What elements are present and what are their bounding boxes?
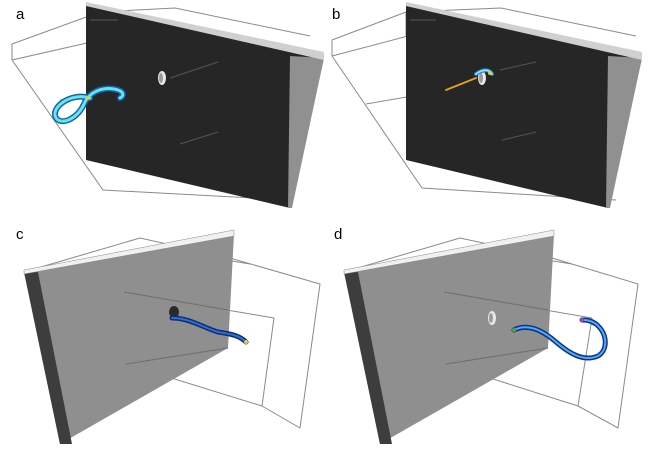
panel-c: c bbox=[0, 226, 326, 456]
wall-top bbox=[23, 229, 235, 275]
panel-label: a bbox=[16, 6, 25, 23]
wall-side bbox=[344, 272, 392, 444]
wall-top bbox=[86, 2, 324, 60]
panel-c-render bbox=[23, 229, 321, 444]
panel-b: b bbox=[326, 0, 652, 228]
panel-a: a bbox=[0, 0, 326, 228]
wall-top bbox=[343, 229, 555, 275]
filament bbox=[52, 85, 126, 125]
dark-wall bbox=[86, 4, 324, 208]
wall-edge bbox=[606, 56, 642, 208]
grey-wall bbox=[24, 234, 234, 444]
panel-label: d bbox=[334, 226, 343, 243]
panel-label: c bbox=[16, 226, 24, 243]
panel-d: d bbox=[326, 226, 652, 456]
wall-side bbox=[24, 272, 72, 444]
panel-label: b bbox=[332, 6, 341, 23]
dark-wall bbox=[406, 4, 642, 208]
panel-d-render bbox=[343, 229, 639, 444]
filament bbox=[169, 315, 249, 345]
grey-wall bbox=[344, 234, 554, 444]
panel-a-render bbox=[11, 2, 324, 208]
filament bbox=[445, 68, 494, 91]
hole bbox=[169, 306, 179, 318]
wall-top bbox=[406, 2, 642, 60]
filament bbox=[511, 317, 608, 361]
panel-b-render bbox=[331, 2, 642, 208]
wall-edge bbox=[288, 56, 324, 208]
